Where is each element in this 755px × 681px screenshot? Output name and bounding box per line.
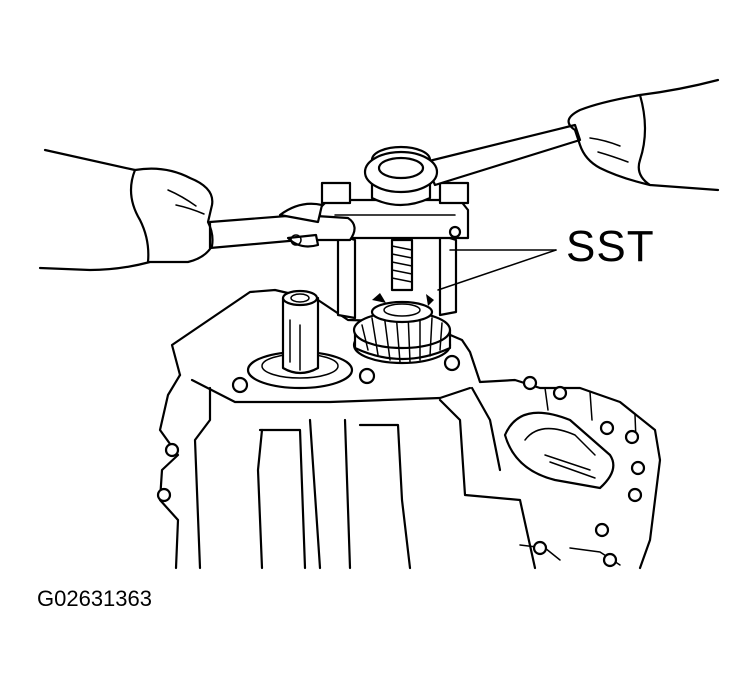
- right-hand: [567, 78, 720, 192]
- sst-callout-leaders: [437, 249, 557, 291]
- left-hand: [38, 148, 214, 272]
- flange-bolts: [156, 354, 646, 568]
- adjustable-wrench: [208, 202, 356, 250]
- gear: [352, 293, 452, 365]
- transmission-case: [158, 288, 662, 570]
- figure-id: G02631363: [37, 586, 152, 611]
- input-shaft: [246, 289, 354, 390]
- sst-callout-label: SST: [566, 222, 655, 271]
- ring-wrench: [363, 123, 582, 194]
